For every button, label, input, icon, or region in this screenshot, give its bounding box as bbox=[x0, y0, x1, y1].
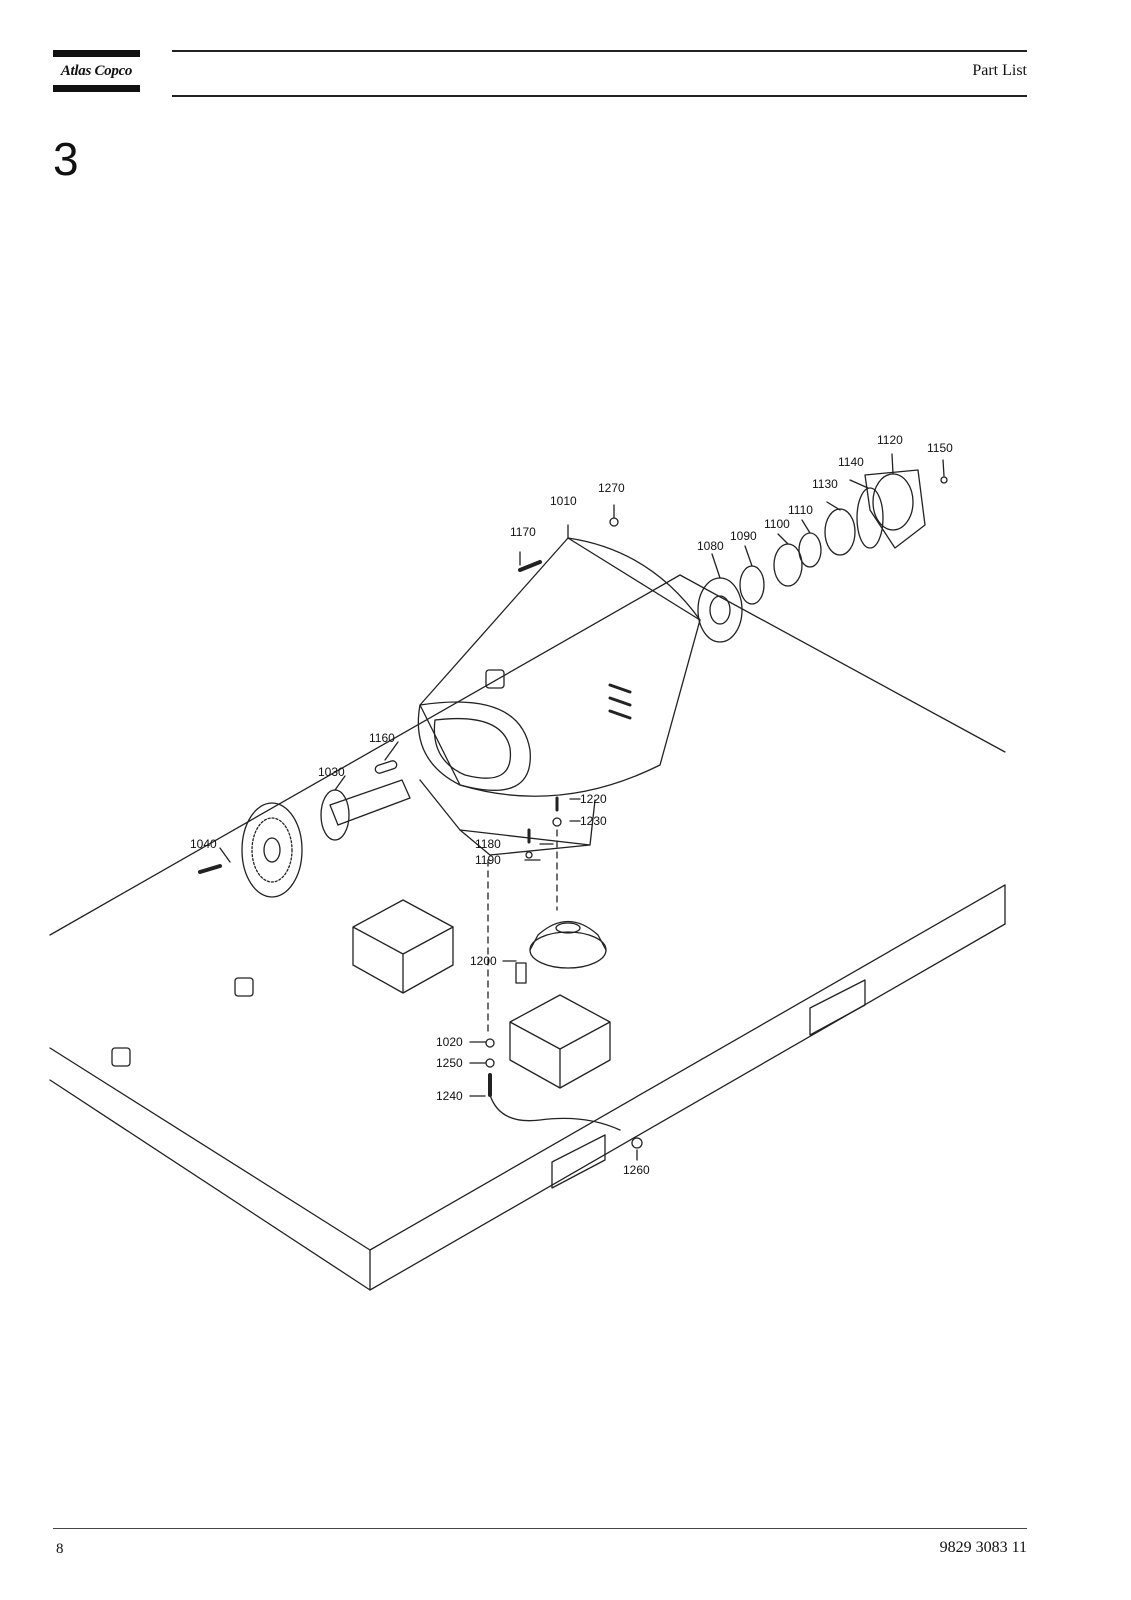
callout-1260: 1260 bbox=[623, 1163, 650, 1177]
callout-1230: 1230 bbox=[580, 814, 607, 828]
base-frame bbox=[49, 574, 1006, 936]
callout-1150: 1150 bbox=[927, 441, 953, 455]
header-rule-top bbox=[172, 50, 1027, 52]
callout-1180: 1180 bbox=[475, 837, 501, 851]
footer-rule bbox=[53, 1528, 1027, 1529]
section-number: 3 bbox=[53, 133, 79, 185]
support-box-right bbox=[509, 994, 611, 1089]
callout-1090: 1090 bbox=[730, 529, 757, 543]
logo-bar-bottom bbox=[53, 85, 140, 92]
sensor-cable bbox=[489, 1094, 621, 1131]
header-rule-bottom bbox=[172, 95, 1027, 97]
callout-1110: 1110 bbox=[788, 503, 813, 517]
callout-1120: 1120 bbox=[877, 433, 903, 447]
logo-bar-top bbox=[53, 50, 140, 57]
callout-1220: 1220 bbox=[580, 792, 607, 806]
callout-1130: 1130 bbox=[812, 477, 838, 491]
callout-1270: 1270 bbox=[598, 481, 625, 495]
callout-1240: 1240 bbox=[436, 1089, 463, 1103]
callout-1040: 1040 bbox=[190, 837, 217, 851]
callout-1100: 1100 bbox=[764, 517, 790, 531]
callout-1030: 1030 bbox=[318, 765, 345, 779]
header-title: Part List bbox=[972, 62, 1027, 79]
logo-brand-text: Atlas Copco bbox=[60, 63, 133, 79]
callout-1170: 1170 bbox=[510, 525, 536, 539]
callout-1250: 1250 bbox=[436, 1056, 463, 1070]
callout-1160: 1160 bbox=[369, 731, 395, 745]
gear-housing bbox=[419, 537, 701, 797]
exploded-parts-drawing: 1010 1020 1030 1040 1080 1090 1100 1110 … bbox=[49, 433, 1006, 1291]
bearing-1080 bbox=[697, 577, 743, 643]
callout-labels: 1010 1020 1030 1040 1080 1090 1100 1110 … bbox=[190, 433, 953, 1177]
shaft bbox=[329, 779, 411, 826]
gear bbox=[241, 802, 303, 898]
page-number: 8 bbox=[56, 1541, 64, 1557]
isolator bbox=[529, 931, 607, 969]
callout-1080: 1080 bbox=[697, 539, 724, 553]
callout-1190: 1190 bbox=[475, 853, 501, 867]
bearing-cover bbox=[864, 469, 926, 549]
callout-1010: 1010 bbox=[550, 494, 577, 508]
document-number: 9829 3083 11 bbox=[939, 1539, 1027, 1556]
callout-1200: 1200 bbox=[470, 954, 497, 968]
base-frame-front bbox=[49, 884, 1006, 1251]
atlas-copco-logo: Atlas Copco bbox=[53, 50, 140, 92]
callout-1140: 1140 bbox=[838, 455, 864, 469]
callout-1020: 1020 bbox=[436, 1035, 463, 1049]
support-box-left bbox=[352, 899, 454, 994]
